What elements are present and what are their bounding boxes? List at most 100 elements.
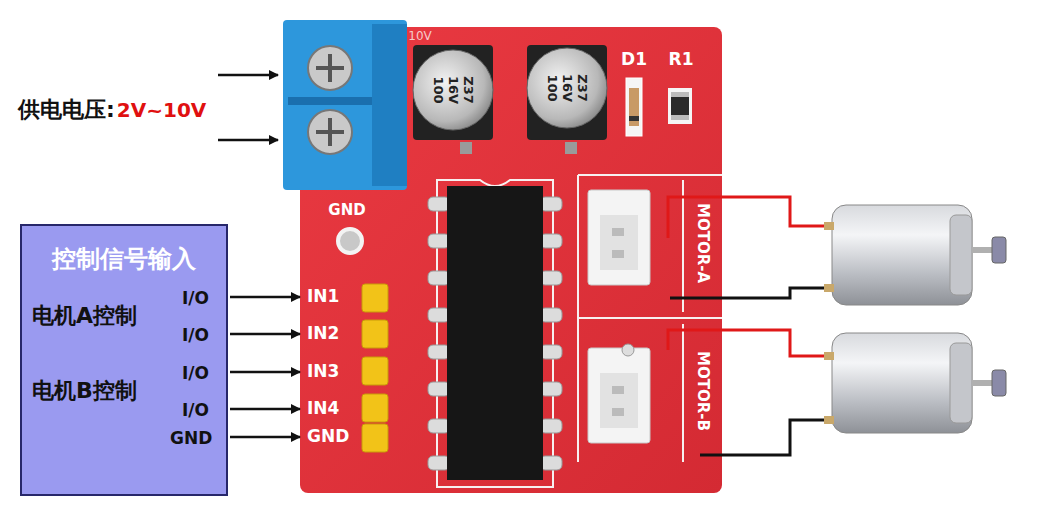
- chip-pad: [428, 197, 450, 211]
- capacitor-marking: 16V: [446, 76, 461, 104]
- chip-pad: [540, 308, 562, 322]
- pin-name: IN1: [307, 287, 339, 307]
- signal-name: I/O: [182, 364, 209, 384]
- control-input-box: 控制信号输入电机A控制I/OI/O电机B控制I/OI/OGND: [20, 224, 228, 496]
- screw-slot: [316, 54, 344, 82]
- capacitor-marking: 100: [545, 74, 560, 101]
- chip-pad: [428, 419, 450, 433]
- motor-cap: [950, 343, 972, 423]
- resistor-symbol: [668, 88, 692, 124]
- header-pin: [362, 394, 388, 422]
- diode-body: [629, 88, 639, 126]
- motor-connector: [588, 344, 650, 443]
- dc-motor: [824, 205, 1006, 305]
- capacitor-base: [527, 45, 607, 140]
- chip-outline: [437, 180, 553, 487]
- chip-pad: [540, 197, 562, 211]
- motor-gear: [992, 370, 1006, 396]
- group-label: 电机B控制: [32, 378, 137, 403]
- chip-pad: [428, 456, 450, 470]
- mounting-hole: [338, 229, 362, 253]
- diode-symbol: [626, 78, 642, 136]
- chip-pad: [540, 382, 562, 396]
- signal-arrow: [230, 371, 300, 374]
- header-pins: [362, 284, 388, 452]
- power-arrow: [218, 74, 278, 77]
- power-arrow: [218, 139, 278, 142]
- pin-name: GND: [328, 202, 365, 219]
- silk-line: [578, 175, 722, 462]
- chip-body: [447, 186, 543, 480]
- header-pin: [362, 357, 388, 385]
- motor-tab: [824, 284, 834, 292]
- red-wire: [668, 330, 832, 356]
- red-wire: [668, 197, 832, 238]
- capacitor-top: [413, 50, 493, 130]
- pin-name: IN4: [307, 399, 339, 419]
- capacitor-marking: 100: [431, 76, 446, 103]
- signal-arrow: [230, 333, 300, 336]
- motor-wires: [668, 197, 832, 455]
- black-wire: [670, 288, 832, 298]
- terminal-side: [372, 24, 407, 186]
- chip-pad: [540, 456, 562, 470]
- chip-pad: [428, 271, 450, 285]
- signal-arrow: [230, 436, 300, 439]
- capacitor-marking: Z37: [575, 74, 590, 102]
- motor-tab: [824, 352, 834, 360]
- supply-voltage-label: 供电电压:: [18, 97, 115, 122]
- motor-body: [832, 333, 972, 433]
- motor-gear: [992, 237, 1006, 263]
- signal-arrow: [230, 296, 300, 299]
- chip-pad: [540, 419, 562, 433]
- pin-name: IN3: [307, 362, 339, 382]
- capacitor-base: [413, 45, 493, 140]
- motor-shaft: [972, 247, 994, 253]
- terminal-body: [283, 20, 407, 190]
- connector-body: [588, 348, 650, 443]
- chip-pad: [428, 382, 450, 396]
- leader-arrows: [218, 75, 300, 437]
- chip-pad: [540, 271, 562, 285]
- connector-inner: [600, 215, 638, 270]
- header-pin: [362, 320, 388, 348]
- connector-inner: [600, 373, 638, 428]
- capacitor-marking: Z37: [461, 76, 476, 104]
- motor-tab: [824, 222, 834, 230]
- resistor-body: [671, 92, 689, 120]
- signal-name: I/O: [182, 401, 209, 421]
- rating-mark: 10V: [408, 30, 431, 44]
- connector-pin: [612, 250, 624, 258]
- chip-pad: [428, 345, 450, 359]
- driver-chip: [428, 186, 562, 480]
- signal-arrow: [230, 408, 300, 411]
- header-pin: [362, 424, 388, 452]
- part-name: R1: [669, 50, 694, 70]
- dc-motor: [824, 333, 1006, 433]
- connector-pin: [612, 228, 624, 236]
- motor-body: [832, 205, 972, 305]
- solder-pad: [565, 142, 577, 154]
- capacitor: [527, 45, 607, 154]
- header-pin: [362, 284, 388, 312]
- capacitor: [413, 45, 493, 154]
- resistor-cap: [671, 92, 689, 97]
- pin-name: IN2: [307, 324, 339, 344]
- motor-shaft: [972, 380, 994, 386]
- solder-pad: [460, 142, 472, 154]
- terminal-block: [283, 20, 407, 190]
- capacitor-top: [527, 48, 607, 128]
- signal-name: GND: [170, 429, 212, 449]
- diode-band: [629, 116, 639, 121]
- part-name: D1: [621, 50, 647, 70]
- connector-pin: [612, 408, 624, 416]
- motor-cap: [950, 215, 972, 295]
- pin-name: GND: [307, 427, 349, 447]
- resistor-outline: [668, 88, 692, 124]
- diode-outline: [626, 78, 642, 136]
- signal-name: I/O: [182, 326, 209, 346]
- capacitor-marking: 16V: [560, 74, 575, 102]
- motor-tab: [824, 416, 834, 424]
- black-wire: [700, 420, 832, 455]
- screw-slot: [316, 118, 344, 146]
